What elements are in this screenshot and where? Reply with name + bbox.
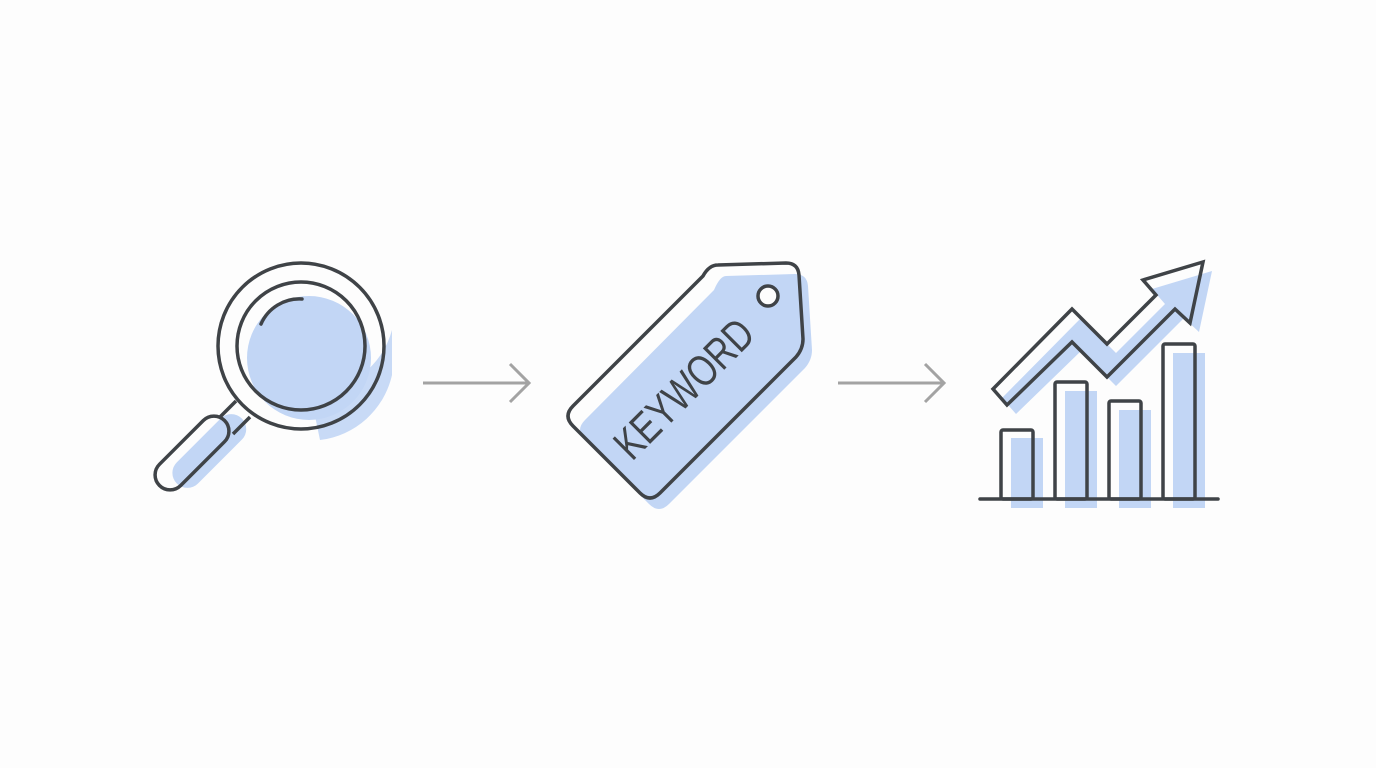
growth-chart-icon <box>978 259 1220 508</box>
arrow-right-icon <box>838 362 947 404</box>
arrow-right-icon <box>423 362 532 404</box>
tag-icon: KEYWORD <box>566 261 812 509</box>
bar-fills <box>1011 353 1205 508</box>
magnifying-glass-icon <box>153 261 392 492</box>
